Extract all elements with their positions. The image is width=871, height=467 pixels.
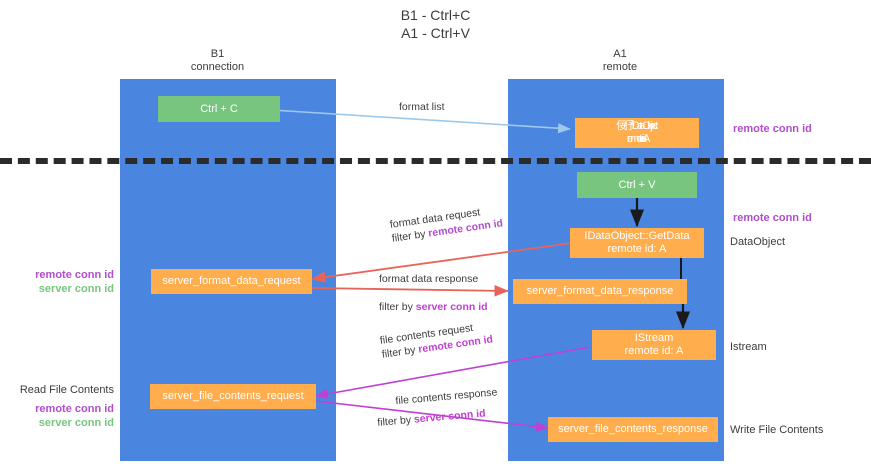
filter-key-server-conn-id: server conn id <box>415 301 488 313</box>
annotation-dataobject: DataObject <box>730 236 786 248</box>
column-header-b1: B1 connection <box>190 48 245 73</box>
node-istream[interactable]: IStream remote id: A <box>592 330 716 360</box>
edge-label-file-contents-response-filter: filter by server conn id <box>377 405 500 430</box>
edge-label-format-data-response: format data response <box>379 273 479 285</box>
node-ctrl-v[interactable]: Ctrl + V <box>577 172 697 198</box>
node-idataobject[interactable]: 佞伃IDataObject remote id: A <box>575 118 699 148</box>
edge-label-format-data-response-filter: filter by server conn id <box>379 300 488 314</box>
filter-prefix: filter by <box>391 227 430 245</box>
annotation-write-file-contents: Write File Contents <box>730 424 824 436</box>
annotation-server-conn-id-left-bottom: server conn id <box>38 417 114 429</box>
node-ctrl-c[interactable]: Ctrl + C <box>158 96 280 122</box>
node-idataobject-getdata[interactable]: IDataObject::GetData remote id: A <box>570 228 704 258</box>
node-server-file-contents-response[interactable]: server_file_contents_response <box>548 417 718 442</box>
phase-divider <box>0 158 871 164</box>
filter-prefix: filter by <box>381 343 420 361</box>
node-server-format-data-request[interactable]: server_format_data_request <box>151 269 312 294</box>
filter-prefix: filter by <box>376 413 415 429</box>
filter-key-server-conn-id: server conn id <box>413 407 487 426</box>
annotation-remote-conn-id-top: remote conn id <box>733 123 812 135</box>
edge-label-file-contents-request-group: file contents request filter by remote c… <box>379 318 494 361</box>
annotation-read-file-contents: Read File Contents <box>19 384 114 396</box>
edge-label-format-data-request-group: format data request filter by remote con… <box>389 202 504 245</box>
filter-prefix: filter by <box>379 301 416 313</box>
annotation-remote-conn-id-left: remote conn id <box>35 269 114 281</box>
annotation-server-conn-id-left: server conn id <box>38 283 114 295</box>
edge-label-file-contents-response: file contents response <box>395 386 498 408</box>
edge-label-format-list: format list <box>399 101 445 113</box>
edge-label-file-contents-response-group: file contents response filter by server … <box>375 385 500 430</box>
annotation-remote-conn-id-mid: remote conn id <box>733 212 812 224</box>
node-server-format-data-response[interactable]: server_format_data_response <box>513 279 687 304</box>
diagram-title: B1 - Ctrl+C A1 - Ctrl+V <box>400 7 471 41</box>
annotation-conn-ids-mid: remote conn id server conn id <box>0 268 114 296</box>
node-server-file-contents-request[interactable]: server_file_contents_request <box>150 384 316 409</box>
column-header-a1: A1 remote <box>602 48 638 73</box>
annotation-istream: Istream <box>730 341 767 353</box>
annotation-remote-conn-id-left-bottom: remote conn id <box>35 403 114 415</box>
annotation-conn-ids-bottom: remote conn id server conn id <box>0 402 114 430</box>
edge-label-format-data-response-group: format data response filter by server co… <box>379 272 488 314</box>
